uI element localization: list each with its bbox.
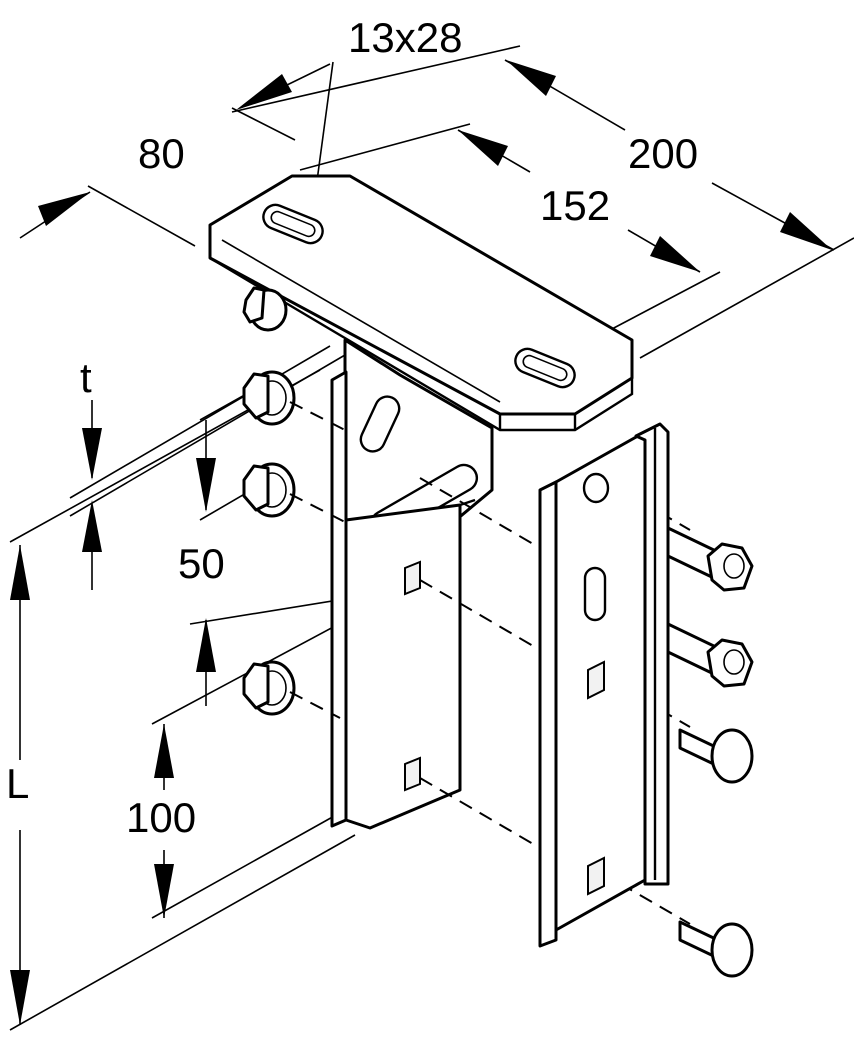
small-spacing-label: 50 xyxy=(178,540,225,587)
width-label: 80 xyxy=(138,130,185,177)
bolts xyxy=(666,526,754,978)
carriage-bolt-1 xyxy=(678,728,754,784)
carriage-bolt-2 xyxy=(678,920,754,978)
nut-3 xyxy=(242,660,296,716)
dimension-arrows xyxy=(10,60,832,1025)
nut-1 xyxy=(242,370,296,426)
nut-2 xyxy=(242,462,296,518)
top-mounting-plate xyxy=(208,174,634,432)
outer-length-label: 200 xyxy=(628,130,698,177)
nut-top xyxy=(242,286,288,332)
dimension-texts: 13x28 80 200 152 t 50 100 L xyxy=(6,14,698,841)
hanger-bracket xyxy=(330,338,494,830)
hex-bolt-1 xyxy=(666,526,754,592)
hex-bolt-2 xyxy=(666,622,754,688)
vertical-rail xyxy=(538,422,670,948)
nuts xyxy=(242,286,296,716)
height-label: L xyxy=(6,760,29,807)
slot-size-label: 13x28 xyxy=(348,14,462,61)
inner-length-label: 152 xyxy=(540,182,610,229)
thickness-label: t xyxy=(80,354,92,401)
large-spacing-label: 100 xyxy=(126,794,196,841)
